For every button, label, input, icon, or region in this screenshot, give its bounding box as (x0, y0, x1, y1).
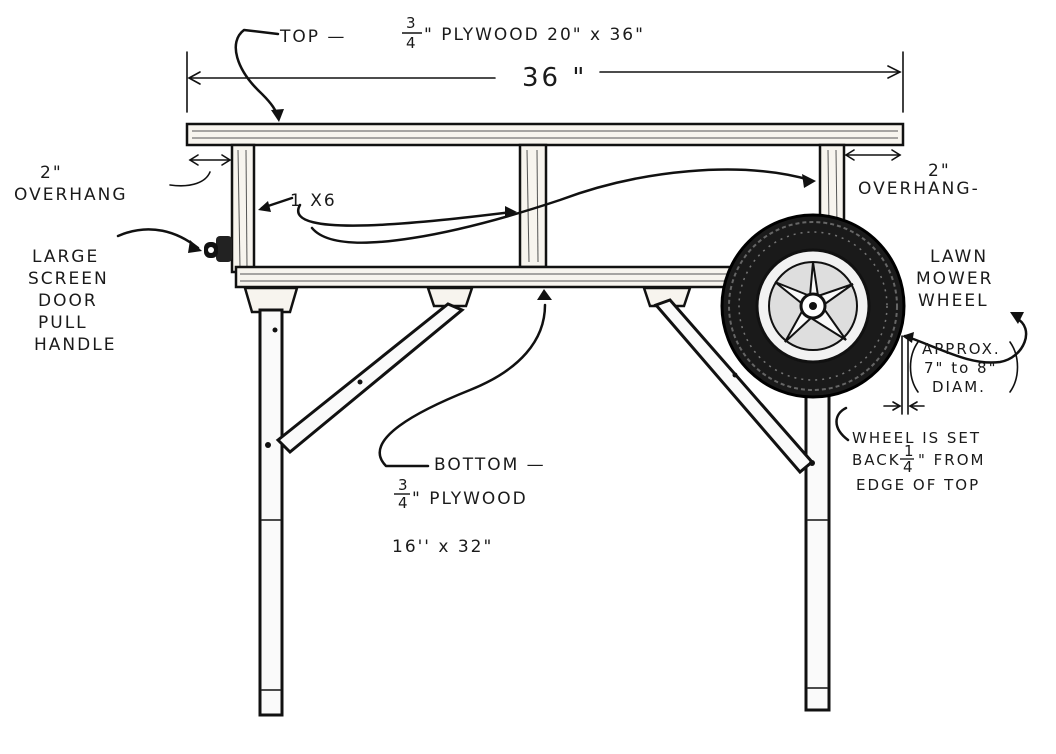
left-leg-brace (275, 302, 465, 455)
approx-label-line-1: APPROX. (922, 340, 1001, 358)
labels: TOP — 3 4 " PLYWOOD 20" x 36" 36 " 2" OV… (14, 14, 1001, 557)
top-board (185, 122, 905, 147)
handle-label-line-4: PULL (38, 313, 88, 333)
approx-label-line-3: DIAM. (932, 378, 986, 396)
width-dimension-label: 36 " (522, 63, 587, 93)
bottom-pointer-mark (537, 289, 552, 300)
bottom-material-label: " PLYWOOD (412, 489, 528, 509)
bracket-right (642, 286, 692, 308)
handle-label-line-3: DOOR (38, 291, 98, 311)
board-size-label: 1 X6 (290, 191, 337, 211)
overhang-right-label: OVERHANG- (858, 179, 980, 199)
bracket-mid (426, 286, 474, 308)
wheel-label-line-1: LAWN (930, 247, 988, 267)
setback-label-prefix: BACK (852, 451, 901, 469)
setback-label-line-1: WHEEL IS SET (852, 429, 981, 447)
overhang-left-label: OVERHANG (14, 185, 128, 205)
bottom-fraction-den: 4 (398, 494, 410, 512)
bottom-title-label: BOTTOM — (434, 455, 546, 475)
setback-fraction-num: 1 (904, 442, 916, 460)
bracket-left (243, 286, 299, 314)
right-leg (804, 393, 831, 712)
handle-label-line-5: HANDLE (34, 335, 116, 355)
left-leg (258, 308, 284, 717)
bottom-board (234, 265, 738, 289)
top-fraction-den: 4 (406, 34, 418, 52)
top-material-label: " PLYWOOD 20" x 36" (424, 25, 645, 45)
bottom-size-label: 16'' x 32" (392, 537, 493, 557)
approx-label-line-2: 7" to 8" (924, 359, 997, 377)
dimension-lines (116, 28, 1028, 468)
door-pull-handle (204, 236, 232, 262)
lawn-mower-wheel (720, 213, 906, 399)
overhang-right-value: 2" (928, 161, 951, 181)
handle-label-line-1: LARGE (32, 247, 99, 267)
wheel-label-line-3: WHEEL (918, 291, 989, 311)
setback-label-suffix: " FROM (918, 451, 985, 469)
bottom-fraction-num: 3 (398, 476, 410, 494)
wheel-label-line-2: MOWER (916, 269, 993, 289)
top-prefix-label: TOP — (279, 27, 346, 47)
top-fraction-num: 3 (406, 14, 418, 32)
overhang-left-value: 2" (40, 163, 63, 183)
table-structure (185, 122, 905, 717)
setback-label-line-3: EDGE OF TOP (856, 476, 980, 494)
handle-label-line-2: SCREEN (28, 269, 109, 289)
left-side-board (230, 143, 256, 274)
setback-fraction-den: 4 (903, 458, 915, 476)
